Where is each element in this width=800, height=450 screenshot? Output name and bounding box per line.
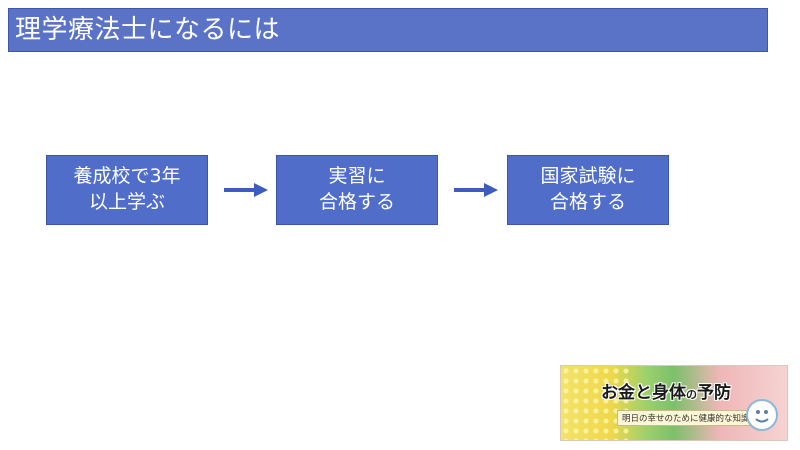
step-box-practicum: 実習に 合格する xyxy=(276,155,438,225)
round-badge-icon xyxy=(746,399,778,431)
channel-banner: お金と身体の予防 明日の幸せのために健康的な知識を xyxy=(560,365,788,441)
step-label-line1: 養成校で3年 xyxy=(73,165,181,188)
banner-subtitle: 明日の幸せのために健康的な知識を xyxy=(617,410,764,426)
title-bar: 理学療法士になるには xyxy=(8,8,768,52)
banner-pattern xyxy=(561,366,631,440)
page-title: 理学療法士になるには xyxy=(15,15,281,45)
step-label-line2: 合格する xyxy=(318,191,395,213)
step-label-line2: 合格する xyxy=(549,191,626,213)
banner-title: お金と身体の予防 xyxy=(601,383,731,403)
step-label-line1: 国家試験に xyxy=(540,165,636,188)
step-box-study: 養成校で3年 以上学ぶ xyxy=(46,155,208,225)
right-arrow-icon xyxy=(224,183,268,197)
step-box-national-exam: 国家試験に 合格する xyxy=(507,155,669,225)
step-label-line2: 以上学ぶ xyxy=(88,191,165,213)
right-arrow-icon xyxy=(454,183,498,197)
step-label-line1: 実習に xyxy=(328,165,386,188)
